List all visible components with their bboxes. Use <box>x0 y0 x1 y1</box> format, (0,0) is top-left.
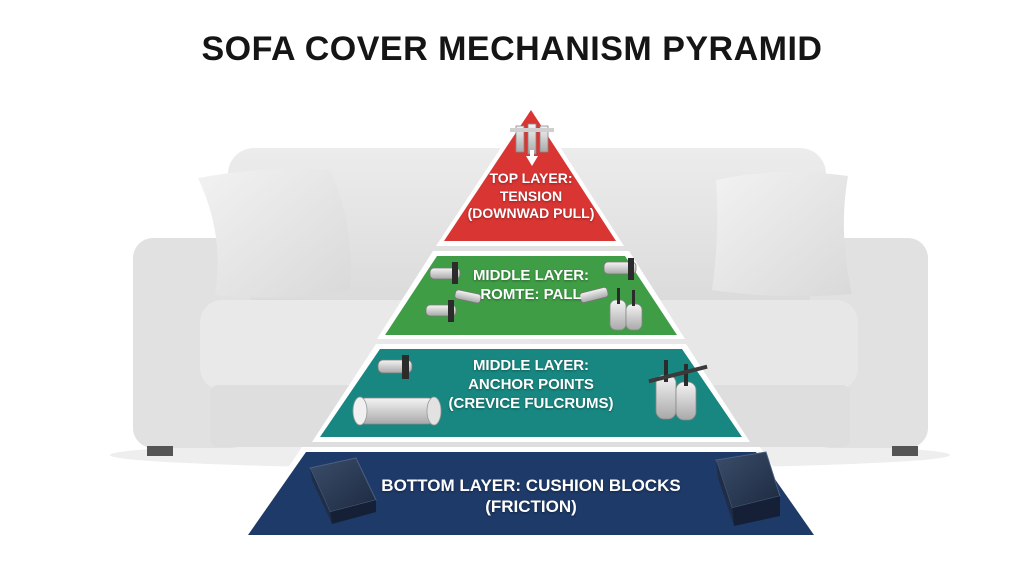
top-layer-label-line: TOP LAYER: <box>489 170 573 186</box>
pyramid-layer-bottom <box>240 447 822 540</box>
pyramid-layer-top <box>436 102 624 246</box>
middle-layer-2-label: MIDDLE LAYER: ANCHOR POINTS (CREVICE FUL… <box>436 357 626 413</box>
down-arrows-icon <box>510 123 554 166</box>
tube-icon <box>352 396 442 426</box>
top-layer-label: TOP LAYER: TENSION (DOWNWAD PULL) <box>456 170 606 223</box>
bottom-layer-label-line: (FRICTION) <box>485 497 577 517</box>
foam-block-icon <box>715 451 781 526</box>
middle-layer-1-label: MIDDLE LAYER: ROMTE: PALL <box>446 267 616 305</box>
clip-icon <box>377 355 413 379</box>
bottom-layer-label: BOTTOM LAYER: CUSHION BLOCKS (FRICTION) <box>371 475 691 518</box>
middle-layer-1-label-line: MIDDLE LAYER: <box>472 267 590 284</box>
sofa-pillow-left <box>198 168 351 298</box>
pyramid-layer-middle-2 <box>312 344 750 442</box>
sofa-pillow-right <box>712 171 852 297</box>
bottom-layer-label-line: BOTTOM LAYER: CUSHION BLOCKS <box>381 476 681 495</box>
middle-layer-2-label-line: MIDDLE LAYER: <box>472 357 590 374</box>
post-icon <box>609 288 643 331</box>
fastener-icon <box>454 289 482 304</box>
clip-icon <box>429 262 461 284</box>
top-layer-label-line: (DOWNWAD PULL) <box>467 205 595 221</box>
middle-layer-2-label-line: ANCHOR POINTS <box>468 375 594 393</box>
middle-layer-1-label-line: ROMTE: PALL <box>480 285 582 303</box>
page-title: SOFA COVER MECHANISM PYRAMID <box>201 30 823 68</box>
clip-icon <box>425 300 457 322</box>
middle-layer-2-label-line: (CREVICE FULCRUMS) <box>448 394 614 412</box>
top-layer-shape <box>444 110 616 241</box>
fastener-icon <box>579 286 609 304</box>
sofa-leg <box>892 446 918 456</box>
post-icon <box>648 360 708 421</box>
bottom-layer-shape <box>248 452 814 535</box>
clip-icon <box>603 258 637 280</box>
top-layer-label-line: TENSION <box>499 187 563 204</box>
sofa-leg <box>147 446 173 456</box>
pyramid-layer-middle-1 <box>377 251 685 339</box>
sofa-back <box>228 148 826 348</box>
foam-block-icon <box>309 457 377 524</box>
